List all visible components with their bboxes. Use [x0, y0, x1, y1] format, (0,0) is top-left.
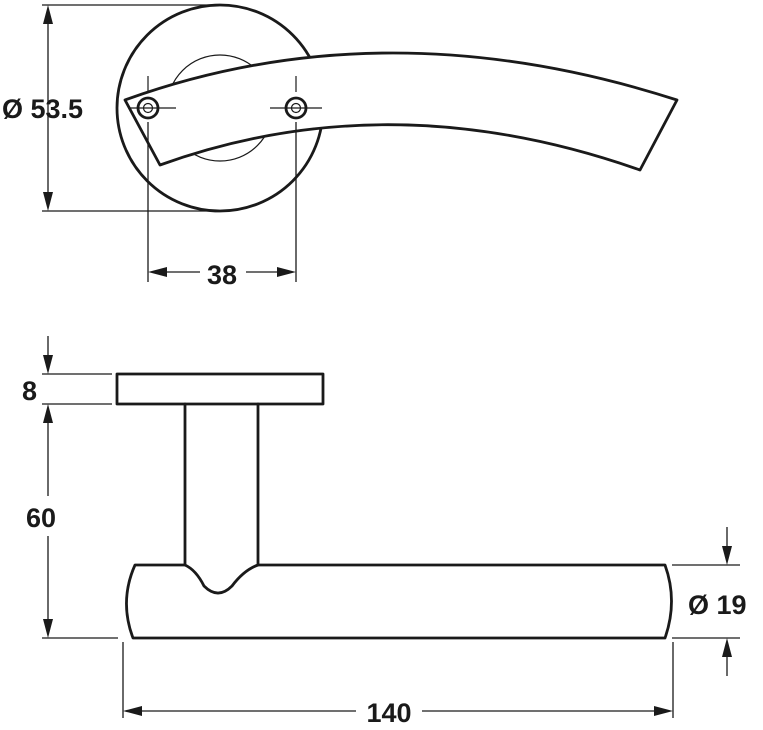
rose-plate [115, 372, 325, 406]
rose-thickness-dimension: 8 [22, 336, 112, 406]
screw-spacing-label: 38 [207, 260, 237, 290]
lever-length-label: 140 [366, 698, 411, 728]
projection-label: 60 [26, 503, 56, 533]
rose-diameter-dimension: Ø 53.5 [2, 4, 218, 212]
lever-bar [125, 563, 673, 640]
lever-diameter-label: Ø 19 [688, 590, 747, 620]
screw-spacing-dimension: 38 [147, 122, 297, 290]
screw-hole-right [270, 76, 322, 120]
curved-lever [123, 51, 679, 172]
side-view: 8 60 Ø 19 140 [22, 336, 747, 728]
lever-length-dimension: 140 [122, 642, 674, 728]
rose-thickness-label: 8 [22, 376, 37, 406]
projection-dimension: 60 [26, 404, 118, 639]
screw-hole-left [128, 76, 176, 120]
top-view: Ø 53.5 38 [2, 3, 679, 290]
rose-diameter-label: Ø 53.5 [2, 94, 83, 124]
lever-diameter-dimension: Ø 19 [672, 527, 747, 676]
